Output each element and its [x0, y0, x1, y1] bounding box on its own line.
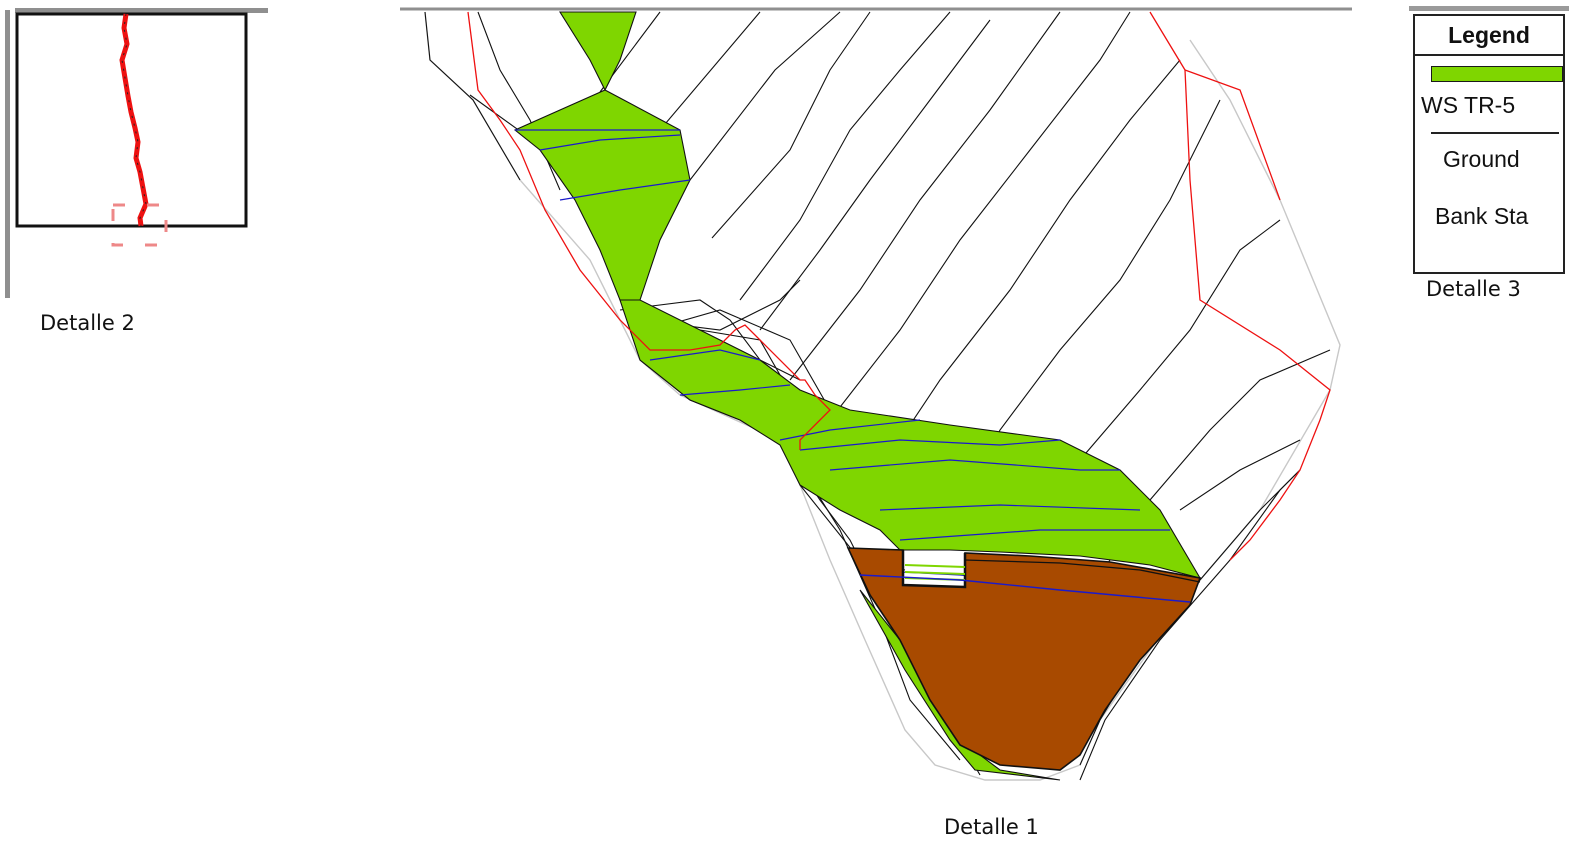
channel-wse-line: [859, 574, 1191, 603]
legend-ground-line-sample: [1431, 132, 1559, 134]
plan-view: [400, 7, 1352, 781]
overview-panel: [5, 8, 268, 298]
legend-bank-label: Bank Sta: [1435, 203, 1529, 229]
legend-top-bar: [1409, 6, 1569, 11]
channel-edge-line: [964, 559, 1201, 583]
overview-top-bar: [15, 8, 268, 13]
ws-segment-lower: [619, 299, 1202, 579]
caption-detalle-3: Detalle 3: [1426, 277, 1521, 301]
legend-title: Legend: [1415, 16, 1563, 56]
ws-segment-middle: [513, 89, 691, 301]
bridge-notch: [901, 550, 967, 589]
caption-detalle-2: Detalle 2: [40, 311, 135, 335]
overview-zoom-box: [111, 203, 168, 247]
overview-river-trace: [119, 13, 149, 227]
legend-ground-label: Ground: [1443, 146, 1520, 172]
caption-detalle-1: Detalle 1: [944, 815, 1039, 839]
legend: Legend WS TR-5 Ground Bank Sta: [1413, 14, 1565, 274]
legend-ws-swatch: [1431, 66, 1563, 82]
overview-left-bar: [5, 10, 10, 298]
ws-segment-upper: [559, 11, 637, 92]
bank-station-lines: [467, 11, 1331, 561]
legend-ws-label: WS TR-5: [1421, 92, 1516, 118]
